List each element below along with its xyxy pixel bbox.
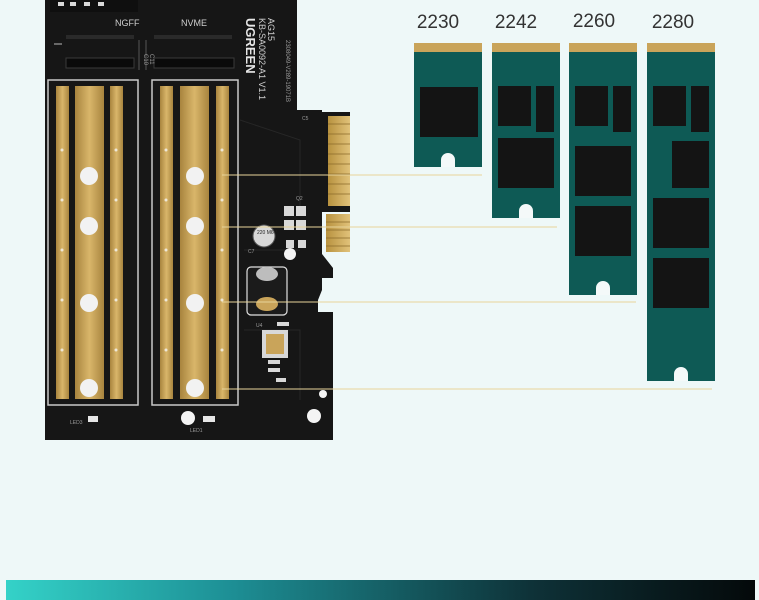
nvme-slot-label: NVME bbox=[181, 18, 207, 28]
ssd-2230-label: 2230 bbox=[417, 12, 459, 33]
led1-label: LED1 bbox=[190, 428, 203, 434]
ref-u4: U4 bbox=[256, 323, 263, 329]
ssd-2242: 2242 bbox=[492, 12, 560, 218]
ssd-2280-label: 2280 bbox=[652, 12, 694, 33]
ref-c10: C10 bbox=[142, 54, 148, 66]
footer-gradient-bar bbox=[6, 580, 755, 600]
nvme-drive-bay bbox=[151, 79, 239, 406]
ref-q2: Q2 bbox=[296, 196, 303, 202]
ssd-2260: 2260 bbox=[569, 11, 637, 295]
m2-slot-headers bbox=[50, 0, 235, 70]
ref-c7: C7 bbox=[248, 249, 255, 255]
capacitor-label: 220 M6V bbox=[257, 230, 278, 236]
ssd-2242-label: 2242 bbox=[495, 12, 537, 33]
serial-label: 2308049-V289-19071B bbox=[284, 40, 290, 102]
board-components: 220 M6V bbox=[88, 206, 306, 422]
ref-c11: C11 bbox=[148, 54, 154, 65]
revision-label: AG15 bbox=[266, 18, 276, 41]
brand-label: UGREEN bbox=[243, 18, 258, 74]
ref-c5: C5 bbox=[302, 116, 309, 122]
ngff-drive-bay bbox=[47, 79, 139, 406]
length-guide-lines bbox=[222, 174, 712, 390]
ngff-slot-label: NGFF bbox=[115, 18, 140, 28]
ssd-2230: 2230 bbox=[414, 12, 482, 167]
ssd-2280: 2280 bbox=[647, 12, 715, 381]
led3-label: LED3 bbox=[70, 420, 83, 426]
pcie-gold-fingers bbox=[326, 116, 350, 252]
ssd-2260-label: 2260 bbox=[573, 11, 615, 32]
model-label: KB-SA0092-A1 V1.1 bbox=[257, 18, 267, 100]
mounting-holes bbox=[181, 248, 327, 425]
